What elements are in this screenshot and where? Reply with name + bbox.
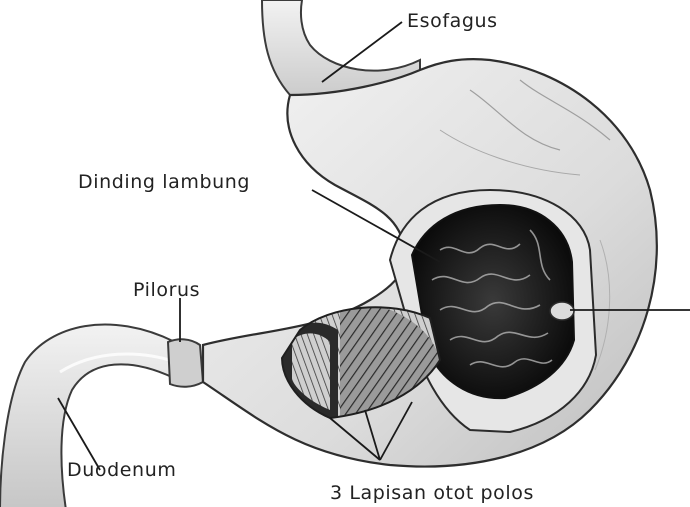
label-duodenum: Duodenum	[67, 459, 176, 481]
label-lapisan-otot: 3 Lapisan otot polos	[330, 482, 534, 504]
label-esofagus: Esofagus	[407, 10, 498, 32]
label-dinding-lambung: Dinding lambung	[78, 171, 250, 193]
pylorus-shape	[168, 339, 203, 386]
label-pilorus: Pilorus	[133, 279, 200, 301]
